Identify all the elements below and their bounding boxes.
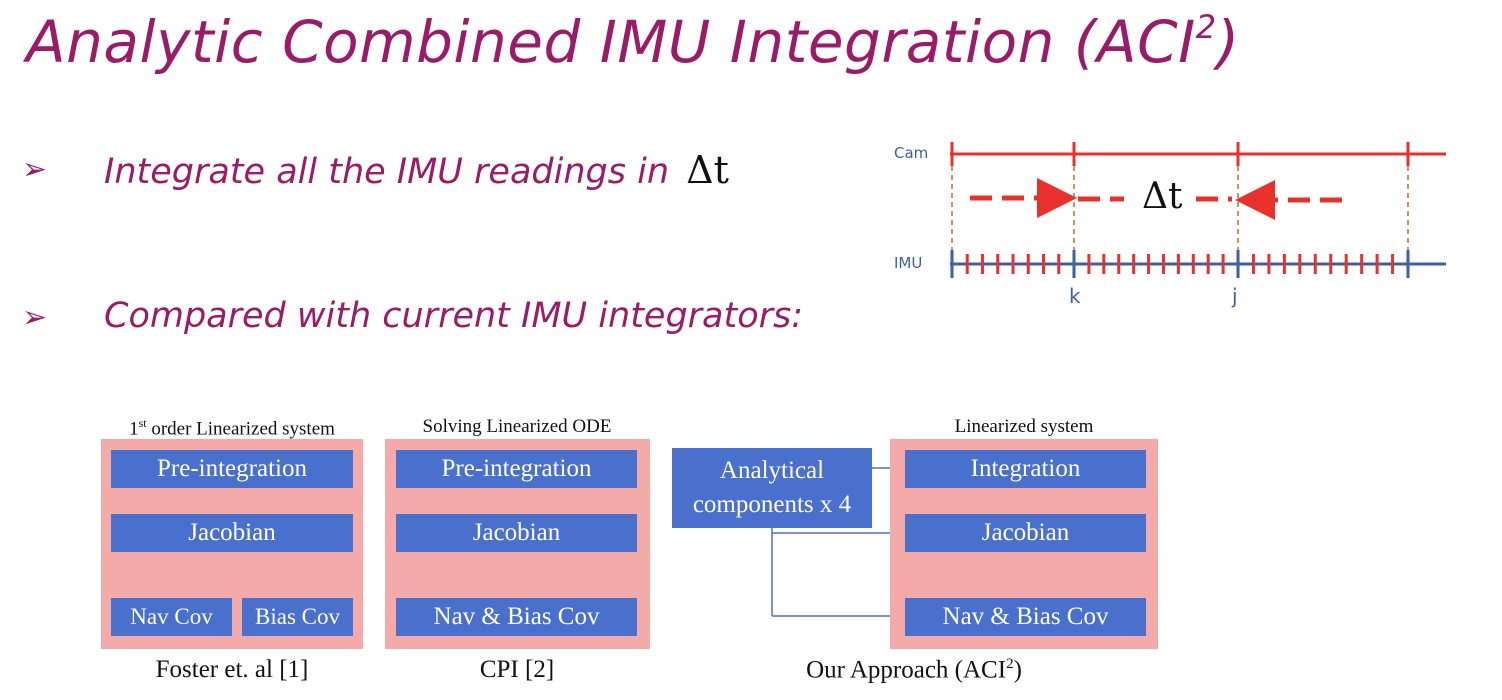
panel2-title: Solving Linearized ODE bbox=[422, 416, 612, 437]
panel1-caption: Foster et. al [1] bbox=[155, 656, 309, 683]
panel3-nav-bias-cov-box: Nav & Bias Cov bbox=[905, 598, 1146, 636]
panel2-nav-bias-cov-box: Nav & Bias Cov bbox=[396, 598, 637, 636]
delta-t-symbol: Δt bbox=[686, 148, 729, 192]
cam-label: Cam bbox=[894, 144, 929, 162]
cam-ticks bbox=[950, 142, 1410, 166]
j-label: j bbox=[1232, 284, 1238, 308]
panel3-jacobian-box: Jacobian bbox=[905, 514, 1146, 552]
panel1-preintegration-box: Pre-integration bbox=[111, 450, 353, 488]
panel1-bias-cov-box: Bias Cov bbox=[242, 598, 353, 636]
bullet-arrow-icon-1: ➢ bbox=[22, 152, 48, 187]
panel1-nav-cov-box: Nav Cov bbox=[111, 598, 232, 636]
panel2-caption: CPI [2] bbox=[479, 656, 555, 683]
panel2-jacobian-box: Jacobian bbox=[396, 514, 637, 552]
bullet-arrow-icon-2: ➢ bbox=[22, 300, 48, 335]
delta-t-label: Δt bbox=[1142, 176, 1183, 217]
imu-ticks bbox=[965, 254, 1395, 274]
panel3-caption: Our Approach (ACI2) bbox=[806, 656, 1022, 684]
panel3-integration-box: Integration bbox=[905, 450, 1146, 488]
panel2-preintegration-box: Pre-integration bbox=[396, 450, 637, 488]
imu-label: IMU bbox=[894, 254, 923, 272]
timing-diagram: Cam IMU Δt k j bbox=[886, 120, 1466, 320]
panel3-title: Linearized system bbox=[954, 416, 1094, 437]
analytical-components-box: Analytical components x 4 bbox=[672, 448, 872, 528]
imu-key-ticks bbox=[950, 250, 1410, 278]
bullet-text-1: Integrate all the IMU readings in Δt bbox=[104, 148, 729, 192]
timing-diagram-svg bbox=[950, 142, 1446, 278]
page-title: Analytic Combined IMU Integration (ACI2) bbox=[26, 8, 1240, 76]
panel1-title: 1st order Linearized system bbox=[129, 416, 335, 440]
panel1-jacobian-box: Jacobian bbox=[111, 514, 353, 552]
k-label: k bbox=[1069, 284, 1081, 308]
bullet-text-2: Compared with current IMU integrators: bbox=[104, 296, 804, 336]
